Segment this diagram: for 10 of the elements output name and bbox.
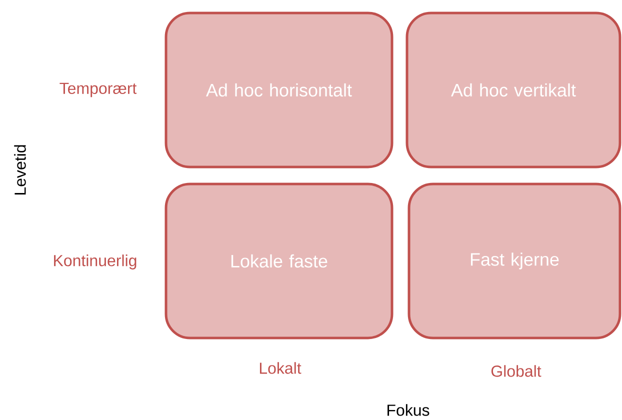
axis-label: Lokalt: [260, 362, 302, 374]
quadrant-box: Ad hoc horisontalt: [164, 12, 394, 168]
quadrant-box: Fast kjerne: [408, 182, 622, 340]
axis-title: Levetid: [14, 145, 26, 194]
quadrant-box: Ad hoc vertikalt: [406, 12, 622, 168]
axis-title: Fokus: [388, 404, 430, 416]
axis-label: Globalt: [491, 365, 542, 377]
axis-label: Temporært: [60, 82, 137, 98]
quadrant-box: Lokale faste: [164, 182, 394, 340]
axis-label: Kontinuerlig: [54, 254, 136, 270]
